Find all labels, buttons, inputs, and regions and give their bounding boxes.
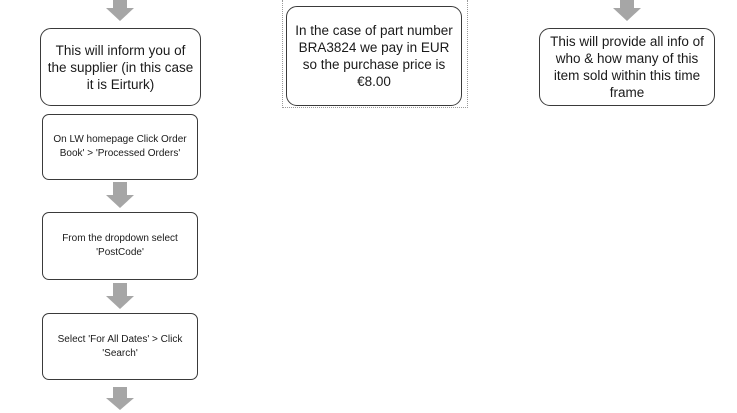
arrow-down-icon [106, 283, 134, 309]
flow-step-text: On LW homepage Click Order Book' > 'Proc… [53, 134, 187, 159]
flow-step-text: Select 'For All Dates' > Click 'Search' [57, 333, 183, 359]
flow-step-dropdown-postcode: From the dropdown select 'PostCode' [42, 212, 198, 280]
selection-frame [282, 0, 468, 108]
flow-step-text: This will inform you of the supplier (in… [47, 42, 194, 92]
flow-step-text: From the dropdown select 'PostCode' [62, 233, 178, 258]
flow-step-for-all-dates: Select 'For All Dates' > Click 'Search' [42, 313, 198, 380]
arrow-down-icon [106, 182, 134, 208]
flow-step-supplier-info: This will inform you of the supplier (in… [40, 28, 201, 106]
arrow-down-icon [106, 387, 134, 410]
arrow-down-icon [613, 0, 641, 21]
flow-step-text: This will provide all info of who & how … [550, 34, 704, 100]
flow-step-text: In the case of part number BRA3824 we pa… [295, 23, 453, 89]
flow-step-purchase-price: In the case of part number BRA3824 we pa… [286, 6, 462, 106]
arrow-down-icon [106, 0, 134, 21]
flow-step-sales-info: This will provide all info of who & how … [539, 28, 715, 106]
flow-step-order-book: On LW homepage Click Order Book' > 'Proc… [42, 114, 198, 180]
